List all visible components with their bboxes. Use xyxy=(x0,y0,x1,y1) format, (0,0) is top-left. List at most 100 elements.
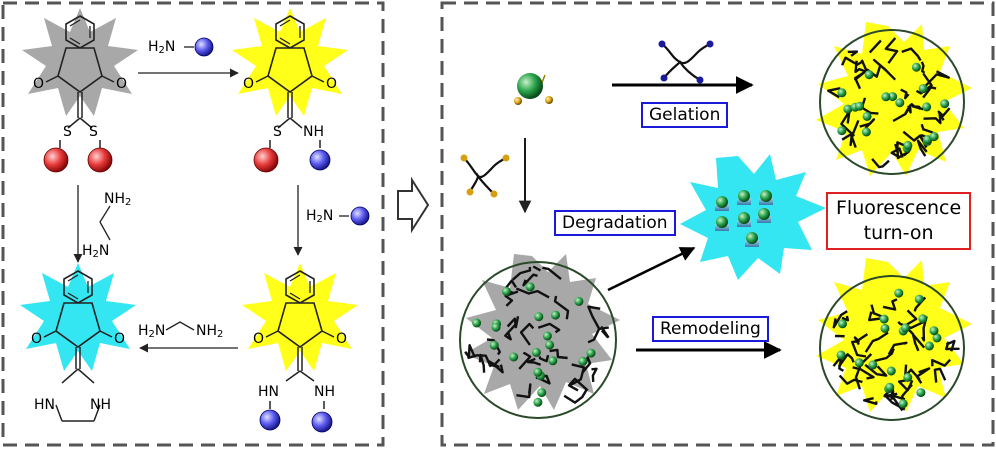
molecule-thio-amine-yellow xyxy=(232,8,348,173)
polymer-strand xyxy=(860,97,879,115)
crosslinker-node xyxy=(551,310,560,320)
polymer-strand xyxy=(537,322,561,334)
oxygen-atom-label: O xyxy=(33,76,45,92)
crosslinker-node xyxy=(855,101,865,111)
crosslinker-node xyxy=(854,358,864,368)
polymer-strand xyxy=(871,158,890,169)
polymer-strand xyxy=(859,118,876,129)
polymer-strand xyxy=(553,295,570,320)
crosslinker-node xyxy=(903,140,913,150)
polymer-strand xyxy=(522,273,538,287)
crosslinker-node xyxy=(586,348,596,358)
polymer-strand xyxy=(874,348,895,363)
oxygen-atom-label: O xyxy=(31,331,43,347)
nh-atom-label: NH xyxy=(314,384,335,400)
crosslinker-node xyxy=(911,62,921,72)
sulfur-atom-label: S xyxy=(89,124,98,140)
polymer-strand xyxy=(854,353,873,390)
polymer-strand xyxy=(923,112,942,125)
polymer-strand xyxy=(868,39,882,54)
crosslinker-node xyxy=(901,323,910,333)
polymer-strand xyxy=(591,367,598,382)
crosslinker-node xyxy=(880,323,890,333)
polymer-strand xyxy=(854,60,868,74)
polymer-strand xyxy=(915,367,931,384)
amine-sphere-icon xyxy=(311,411,333,433)
polymer-strand xyxy=(896,150,911,160)
hn-atom-label: HN xyxy=(34,397,55,413)
polymer-strand xyxy=(827,87,841,99)
crosslinker-node xyxy=(886,366,896,376)
polymer-strand xyxy=(901,47,922,62)
crosslinker-node xyxy=(881,92,891,102)
crosslinker-node xyxy=(861,127,871,137)
polymer-strand xyxy=(587,305,601,330)
crosslinker-node xyxy=(548,356,558,366)
polymer-strand xyxy=(900,88,910,100)
polymer-strand xyxy=(890,147,904,159)
crosslinker-node xyxy=(491,322,501,332)
crosslinker-node xyxy=(932,333,942,343)
crosslinker-node xyxy=(531,347,541,357)
fluorescent-particles-cyan-icon xyxy=(680,154,826,280)
amine-sphere-icon xyxy=(194,37,214,57)
remodeling-label: Remodeling xyxy=(652,316,769,342)
polymer-strand xyxy=(887,341,908,355)
crosslinker-node xyxy=(837,126,847,136)
left-panel-frame xyxy=(1,1,385,447)
right-panel-frame xyxy=(440,1,995,447)
molecule-dithio-gray xyxy=(22,8,138,173)
polymer-strand xyxy=(569,363,586,387)
polymer-strand xyxy=(542,266,562,281)
particle-sphere xyxy=(738,212,750,224)
sulfur-atom-label: S xyxy=(273,124,282,140)
gray-burst-icon xyxy=(22,8,138,116)
polymer-strand xyxy=(549,348,568,360)
amine-sphere-icon xyxy=(350,206,370,226)
polymer-network-middle xyxy=(464,265,610,407)
particle-sphere xyxy=(758,208,770,220)
oxygen-atom-label: O xyxy=(243,76,255,92)
polymer-strand xyxy=(851,339,867,358)
yellow-burst-icon xyxy=(232,8,348,116)
polymer-strand xyxy=(922,86,937,99)
polymer-strand xyxy=(518,351,532,370)
thiol-sphere-icon xyxy=(43,147,69,173)
polymer-strand xyxy=(868,311,881,322)
crosslinker-node xyxy=(929,132,939,142)
crosslinker-node xyxy=(914,294,924,304)
polymer-strand xyxy=(519,322,535,346)
crosslinker-node xyxy=(574,296,584,306)
crosslinker-node xyxy=(837,88,847,98)
crosslinker-node xyxy=(489,340,499,350)
polymer-strand xyxy=(847,50,859,57)
polymer-strand xyxy=(478,353,486,373)
polymer-strand xyxy=(581,356,592,374)
thiol-sphere-icon xyxy=(87,147,113,173)
polymer-strand xyxy=(852,366,875,380)
polymer-strand xyxy=(864,363,888,377)
polymer-strand xyxy=(840,110,856,137)
ethylenediamine-right-label: NH2 xyxy=(196,323,224,340)
polymer-strand xyxy=(864,331,889,353)
crosslinker-node xyxy=(843,104,853,114)
polymer-strand xyxy=(832,355,844,372)
crosslinker-node xyxy=(922,102,932,112)
degradation-label: Degradation xyxy=(554,210,676,236)
polymer-strand xyxy=(563,389,588,404)
polymer-strand xyxy=(872,58,897,81)
polymer-strand xyxy=(931,358,952,367)
oxygen-atom-label: O xyxy=(336,331,348,347)
polymer-strand xyxy=(894,141,906,154)
cyan-burst-icon xyxy=(20,263,136,371)
polymer-strand xyxy=(838,374,863,385)
transition-arrow-icon xyxy=(397,176,430,234)
polymer-strand xyxy=(884,37,899,64)
crosslinker-node xyxy=(895,98,905,108)
crosslinker-node xyxy=(542,331,552,341)
molecule-diamine-yellow xyxy=(242,263,358,433)
crosslinker-node xyxy=(836,350,846,360)
particle-sphere xyxy=(760,190,772,202)
polymer-strand xyxy=(538,354,550,363)
